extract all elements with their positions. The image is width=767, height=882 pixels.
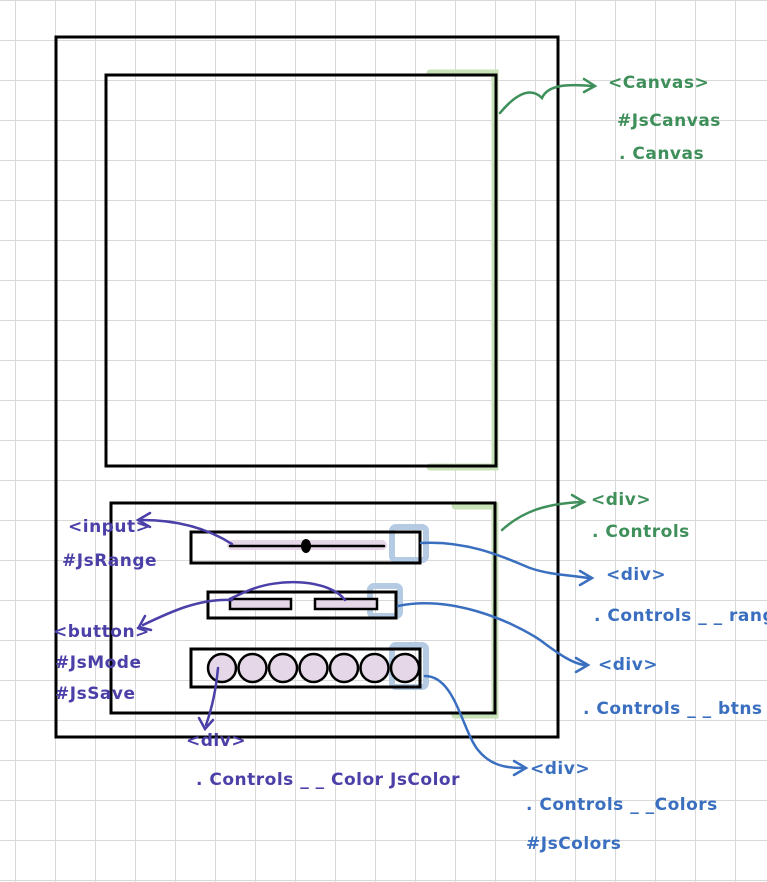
controls-arrowhead: [570, 493, 587, 510]
input-tag-label: <input>: [68, 517, 151, 537]
canvas-arrow: [498, 83, 594, 115]
btns-arrowhead: [574, 656, 591, 674]
colors-id-label: #JsColors: [526, 834, 622, 854]
controls-class-label: . Controls: [592, 522, 690, 542]
btns-box: [206, 590, 398, 620]
canvas-highlight: [426, 69, 499, 471]
btns-class-label: . Controls _ _ btns: [583, 699, 763, 719]
input-id-label: #JsRange: [62, 551, 158, 571]
range-thumb: [301, 539, 311, 553]
color-swatch: [206, 652, 238, 684]
input-arrow: [140, 518, 234, 546]
colors-class-label: . Controls _ _Colors: [526, 795, 718, 815]
button-arrowhead: [137, 614, 153, 632]
colors-tag-label: <div>: [530, 759, 591, 779]
canvas-arrowhead: [582, 77, 598, 94]
canvas-id-label: #JsCanvas: [617, 111, 721, 131]
color-swatch: [389, 652, 421, 684]
color-swatch: [359, 652, 390, 684]
controls-tag-label: <div>: [591, 490, 652, 510]
color-tag-label: <div>: [186, 731, 247, 751]
button-arrow-2: [228, 580, 347, 602]
range-arrow: [419, 541, 590, 580]
btns-arrow: [396, 602, 586, 667]
button-tag-label: <button>: [53, 622, 150, 642]
input-arrowhead: [135, 511, 152, 529]
canvas-box: [104, 73, 498, 468]
color-arrowhead: [197, 716, 215, 732]
button-arrow: [141, 598, 234, 627]
controls-box: [109, 501, 497, 715]
mode-id-label: #JsMode: [55, 653, 142, 673]
color-swatch: [298, 652, 329, 684]
btns-tag-label: <div>: [598, 655, 659, 675]
range-tag-label: <div>: [606, 565, 667, 585]
page-frame: [54, 35, 560, 739]
color-class-label: . Controls _ _ Color JsColor: [196, 770, 460, 790]
canvas-class-label: . Canvas: [619, 144, 705, 164]
colors-arrow: [423, 674, 524, 770]
range-arrowhead: [578, 569, 595, 587]
range-box: [189, 530, 422, 565]
save-id-label: #JsSave: [55, 684, 136, 704]
color-swatch: [267, 652, 299, 684]
colors-arrowhead: [512, 759, 529, 777]
range-class-label: . Controls _ _ range: [594, 606, 767, 626]
save-button-shape: [313, 597, 379, 611]
color-arrow: [204, 666, 220, 727]
controls-arrow: [500, 500, 582, 532]
color-swatches: [206, 652, 421, 684]
color-swatch: [237, 652, 268, 684]
color-swatch: [328, 652, 360, 684]
canvas-tag-label: <Canvas>: [608, 73, 710, 93]
mode-button-shape: [228, 597, 293, 611]
